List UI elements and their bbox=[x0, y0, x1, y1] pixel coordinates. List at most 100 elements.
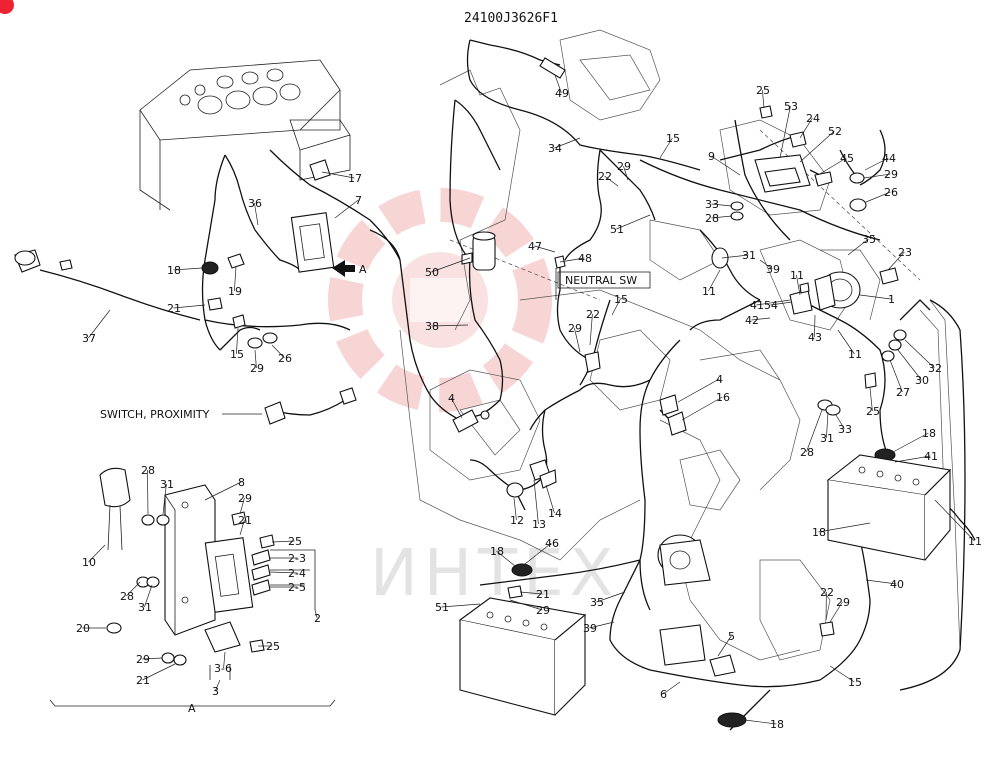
leader-c37 bbox=[88, 309, 111, 339]
callout-c29g: 29 bbox=[238, 492, 252, 505]
callout-c43: 43 bbox=[808, 331, 822, 344]
callout-c15b: 15 bbox=[230, 348, 244, 361]
leader-c29a bbox=[254, 349, 257, 369]
leader-c18b bbox=[892, 432, 929, 453]
callout-c26a: 26 bbox=[278, 352, 292, 365]
callout-c8: 8 bbox=[238, 476, 245, 489]
leader-c25a bbox=[762, 89, 765, 109]
callout-c42: 42 bbox=[745, 314, 759, 327]
callout-c49: 49 bbox=[555, 87, 569, 100]
callout-c25b: 25 bbox=[866, 405, 880, 418]
leader-c29f bbox=[509, 599, 543, 611]
callout-c25c: 25 bbox=[288, 535, 302, 548]
callout-c25a: 25 bbox=[756, 84, 770, 97]
callout-c45: 45 bbox=[840, 152, 854, 165]
callout-c11c: 11 bbox=[848, 348, 862, 361]
engine-outline bbox=[399, 29, 961, 661]
leader-c29d bbox=[863, 173, 891, 179]
callout-c29f: 29 bbox=[536, 604, 550, 617]
leader-c25c bbox=[271, 540, 295, 543]
callout-c29c: 29 bbox=[568, 322, 582, 335]
callout-c22a: 22 bbox=[598, 170, 612, 183]
callout-c25d: 25 bbox=[266, 640, 280, 653]
diagram-code: 24100J3626F1 bbox=[464, 11, 558, 26]
leader-c6 bbox=[662, 681, 681, 695]
leader-c3 bbox=[214, 679, 221, 692]
callout-c3: 3 bbox=[212, 685, 219, 698]
leader-c1 bbox=[859, 294, 892, 300]
callout-c7: 7 bbox=[355, 194, 362, 207]
callout-c39a: 39 bbox=[766, 263, 780, 276]
leader-c11d bbox=[934, 499, 975, 542]
callout-c2-5: 2-5 bbox=[288, 581, 306, 594]
callout-c35b: 35 bbox=[590, 596, 604, 609]
callout-c2-4: 2-4 bbox=[288, 567, 306, 580]
callout-c16: 16 bbox=[716, 391, 730, 404]
leader-c2-4 bbox=[269, 571, 298, 574]
leader-c8 bbox=[204, 481, 242, 501]
leader-c21d bbox=[142, 663, 176, 681]
leader-c5 bbox=[717, 635, 732, 657]
leader-c29h bbox=[142, 657, 163, 660]
leader-c24 bbox=[799, 117, 813, 139]
callout-c50: 50 bbox=[425, 266, 439, 279]
callout-c11d: 11 bbox=[968, 535, 982, 548]
callout-c21c: 21 bbox=[238, 514, 252, 527]
leader-c53 bbox=[779, 105, 791, 159]
leader-c51b bbox=[441, 603, 481, 608]
callout-c17: 17 bbox=[348, 172, 362, 185]
leader-c38 bbox=[431, 324, 469, 327]
leader-c50 bbox=[431, 257, 471, 273]
callout-c35a: 35 bbox=[862, 233, 876, 246]
callout-c10: 10 bbox=[82, 556, 96, 569]
callout-c21d: 21 bbox=[136, 674, 150, 687]
leader-c45 bbox=[817, 157, 847, 176]
callout-c29b: 29 bbox=[617, 160, 631, 173]
wire-harness bbox=[369, 39, 976, 731]
callout-c18d: 18 bbox=[770, 718, 784, 731]
leader-c28a bbox=[711, 215, 733, 219]
callout-c41a: 41 bbox=[750, 299, 764, 312]
leader-c48 bbox=[559, 257, 585, 263]
leader-c25b bbox=[869, 387, 873, 412]
leader-c32 bbox=[904, 339, 935, 369]
leader-c3-6 bbox=[223, 651, 226, 669]
callout-c31c: 31 bbox=[160, 478, 174, 491]
callout-c28d: 28 bbox=[120, 590, 134, 603]
callout-c18a: 18 bbox=[167, 264, 181, 277]
leader-c29b bbox=[623, 165, 629, 181]
leader-c33a bbox=[711, 203, 733, 207]
callout-c32: 32 bbox=[928, 362, 942, 375]
callout-c15a: 15 bbox=[666, 132, 680, 145]
leader-c47 bbox=[534, 245, 556, 253]
leader-c21b bbox=[519, 591, 543, 595]
leader-c18c bbox=[818, 522, 871, 533]
callout-c26b: 26 bbox=[884, 186, 898, 199]
callout-c47: 47 bbox=[528, 240, 542, 253]
leader-c18d bbox=[744, 719, 777, 725]
callout-c31d: 31 bbox=[138, 601, 152, 614]
callout-c28c: 28 bbox=[141, 464, 155, 477]
callout-c4b: 4 bbox=[716, 373, 723, 386]
leader-c21a bbox=[173, 304, 206, 309]
callout-c33b: 33 bbox=[838, 423, 852, 436]
leader-c54 bbox=[770, 301, 793, 306]
neutral-sw-frame bbox=[557, 271, 651, 289]
left-harness bbox=[39, 149, 401, 416]
leader-c34 bbox=[554, 137, 581, 149]
leader-c36 bbox=[254, 202, 259, 226]
leader-c39a bbox=[759, 259, 773, 270]
leader-c22a bbox=[604, 175, 619, 187]
leader-c22b bbox=[589, 313, 593, 346]
callout-c19: 19 bbox=[228, 285, 242, 298]
callout-c5: 5 bbox=[728, 630, 735, 643]
instrument-panel bbox=[139, 59, 351, 211]
leader-c27 bbox=[889, 359, 903, 393]
leader-c23 bbox=[887, 251, 905, 271]
leader-c18e bbox=[496, 550, 516, 567]
leader-c26a bbox=[271, 344, 285, 359]
callout-c18c: 18 bbox=[812, 526, 826, 539]
callout-c41b: 41 bbox=[924, 450, 938, 463]
callout-c31a: 31 bbox=[742, 249, 756, 262]
leader-c2 bbox=[314, 609, 318, 619]
